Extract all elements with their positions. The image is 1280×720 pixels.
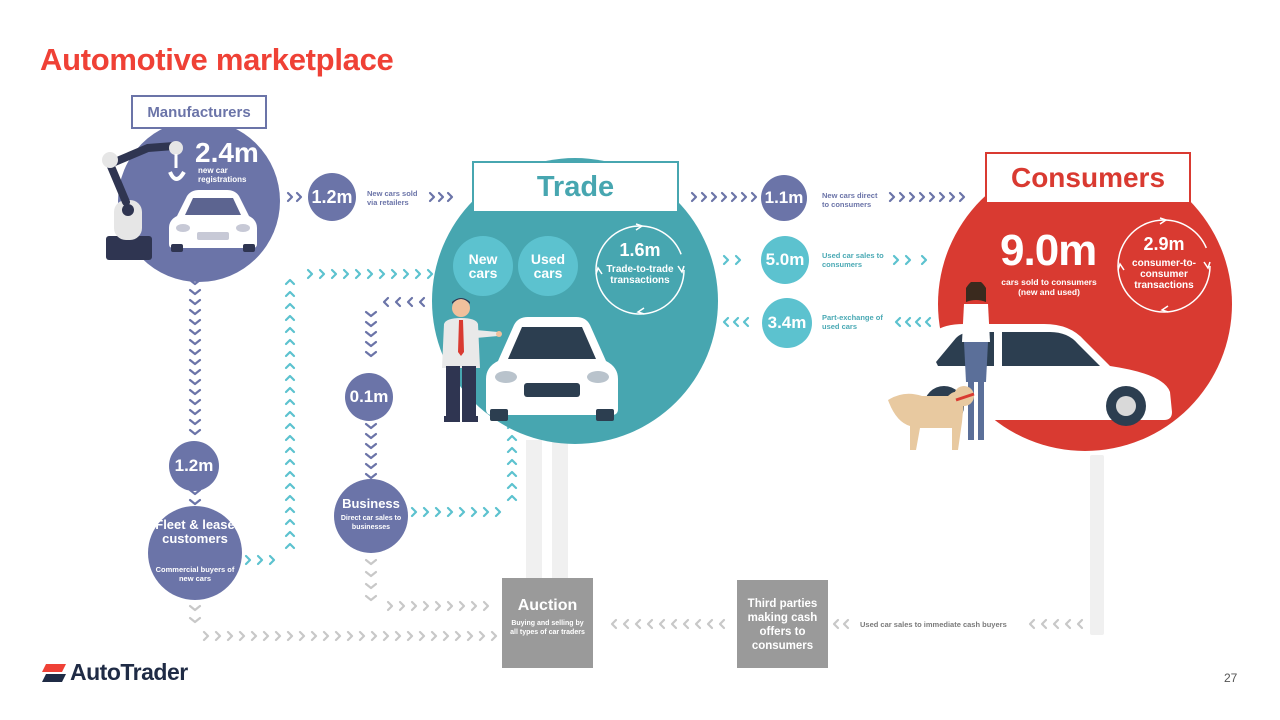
consumers-caption: cars sold to consumers (new and used): [1001, 277, 1097, 297]
business-caption: Direct car sales to businesses: [340, 515, 402, 531]
manufacturers-caption: new car registrations: [198, 166, 247, 184]
fleet-flow-value: 1.2m: [169, 441, 219, 491]
consumer-cycle-icon: [1117, 217, 1211, 313]
trade-header: Trade: [472, 161, 679, 213]
consumer-scene-icon: [888, 282, 1172, 450]
used-sales-flow-label: Used car sales to consumers: [822, 251, 884, 269]
consumer-cycle-value: 2.9m: [1143, 234, 1185, 254]
robot-arm-icon: [102, 141, 186, 260]
direct-flow-label: New cars direct to consumers: [822, 191, 878, 209]
fleet-title: Fleet & lease customers: [155, 517, 235, 546]
trade-cycle-caption: Trade-to-trade transactions: [606, 264, 674, 286]
consumers-value: 9.0m: [1000, 226, 1097, 275]
fleet-circle: [148, 506, 242, 600]
autotrader-logo-icon: [42, 663, 66, 682]
consumers-header: Consumers: [985, 152, 1191, 204]
business-title: Business: [342, 496, 400, 511]
third-parties-title: Third parties making cash offers to cons…: [747, 598, 818, 652]
auction-caption: Buying and selling by all types of car t…: [510, 620, 585, 636]
new-car-icon: [169, 190, 257, 252]
cash-buyers-label: Used car sales to immediate cash buyers: [860, 620, 1007, 629]
manufacturers-header: Manufacturers: [131, 95, 267, 129]
retailers-flow-label: New cars sold via retailers: [367, 189, 418, 207]
retailers-flow-value: 1.2m: [308, 173, 356, 221]
page-number: 27: [1224, 671, 1238, 685]
third-parties-box: [737, 580, 828, 668]
direct-flow-value: 1.1m: [761, 175, 807, 221]
trade-cycle-value: 1.6m: [619, 240, 661, 260]
fleet-caption: Commercial buyers of new cars: [155, 565, 235, 583]
used-sales-flow-value: 5.0m: [761, 236, 809, 284]
new-cars-bubble: New cars: [453, 236, 513, 296]
page-title: Automotive marketplace: [40, 42, 394, 77]
autotrader-logo: AutoTrader: [40, 659, 188, 686]
used-cars-bubble: Used cars: [518, 236, 578, 296]
part-exchange-flow-value: 3.4m: [762, 298, 812, 348]
auction-title: Auction: [517, 597, 578, 614]
salesman-icon: [442, 298, 502, 422]
manufacturers-value: 2.4m: [195, 137, 259, 168]
trade-cycle-icon: [595, 223, 685, 315]
business-to-trade-value: 0.1m: [345, 373, 393, 421]
business-circle: [334, 479, 408, 553]
autotrader-logo-text: AutoTrader: [70, 659, 188, 685]
auction-box: [502, 578, 593, 668]
part-exchange-flow-label: Part-exchange of used cars: [822, 313, 883, 331]
consumer-cycle-caption: consumer-to-consumer transactions: [1132, 258, 1196, 291]
trade-car-icon: [486, 317, 618, 421]
